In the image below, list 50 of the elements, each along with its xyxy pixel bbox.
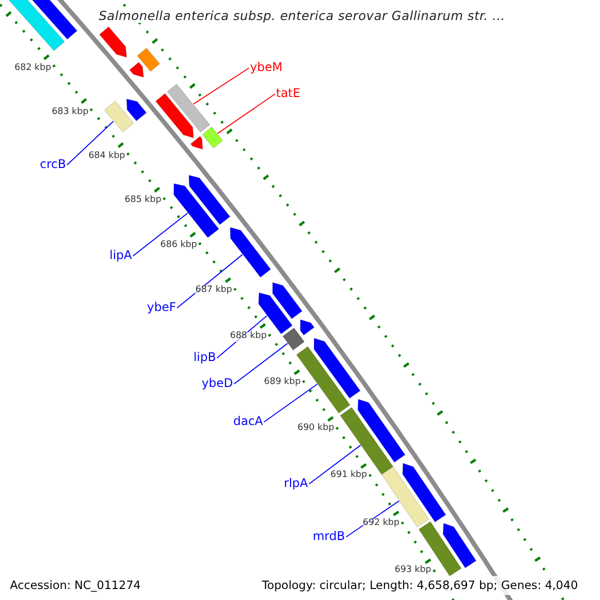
leader-line bbox=[193, 68, 250, 104]
tick-label: 687 kbp bbox=[195, 286, 232, 296]
leader-line bbox=[264, 384, 318, 422]
gene-bar bbox=[190, 136, 204, 150]
tick-label: 686 kbp bbox=[160, 240, 197, 251]
gene-bar bbox=[442, 522, 477, 568]
gene-bar bbox=[126, 98, 147, 122]
gene-bar bbox=[282, 327, 305, 351]
gene-bar bbox=[402, 462, 446, 522]
gene-bar bbox=[381, 466, 430, 528]
gene-bar bbox=[155, 93, 194, 138]
gene-label: lipA bbox=[110, 249, 132, 263]
gene-label: crcB bbox=[40, 158, 66, 172]
tick-label: 690 kbp bbox=[297, 424, 334, 434]
gene-label: lipB bbox=[193, 351, 216, 365]
tick-label: 693 kbp bbox=[394, 566, 432, 576]
gene-bar bbox=[300, 319, 315, 336]
leader-line bbox=[66, 120, 114, 166]
gene-label: mrdB bbox=[312, 530, 345, 544]
tick-label: 692 kbp bbox=[362, 518, 400, 528]
gene-bar bbox=[174, 183, 220, 238]
gene-bar bbox=[272, 282, 303, 320]
leader-line bbox=[234, 342, 288, 384]
gene-bar bbox=[314, 338, 361, 399]
gene-bar bbox=[129, 62, 144, 78]
gene-bar bbox=[99, 26, 128, 58]
gene-label: dacA bbox=[233, 415, 263, 429]
gene-bar bbox=[166, 84, 210, 133]
tick-label: 689 kbp bbox=[264, 378, 301, 388]
gene-bar bbox=[230, 227, 272, 278]
title: Salmonella enterica subsp. enterica serovar Gallinarum str. ... bbox=[98, 9, 506, 23]
gene-bar bbox=[358, 398, 406, 463]
gene-label: rlpA bbox=[284, 477, 308, 491]
gene-label: ybeD bbox=[202, 377, 233, 391]
gene-label: ybeF bbox=[146, 301, 176, 315]
gene-bar bbox=[202, 126, 224, 149]
gene-label: ybeM bbox=[250, 61, 282, 75]
leader-line bbox=[176, 254, 243, 308]
tick-label: 683 kbp bbox=[52, 108, 88, 118]
tick-label: 682 kbp bbox=[14, 64, 52, 74]
gene-bar bbox=[136, 48, 160, 72]
tick-label: 684 kbp bbox=[88, 152, 126, 162]
tick-label: 688 kbp bbox=[230, 332, 267, 342]
gene-bar bbox=[104, 100, 134, 133]
gene-bar bbox=[188, 174, 230, 226]
leader-line bbox=[308, 444, 362, 484]
gene-label: tatE bbox=[276, 87, 300, 101]
leader-line bbox=[217, 94, 276, 134]
tick-label: 691 kbp bbox=[330, 471, 368, 482]
tick-label: 685 kbp bbox=[124, 196, 162, 206]
